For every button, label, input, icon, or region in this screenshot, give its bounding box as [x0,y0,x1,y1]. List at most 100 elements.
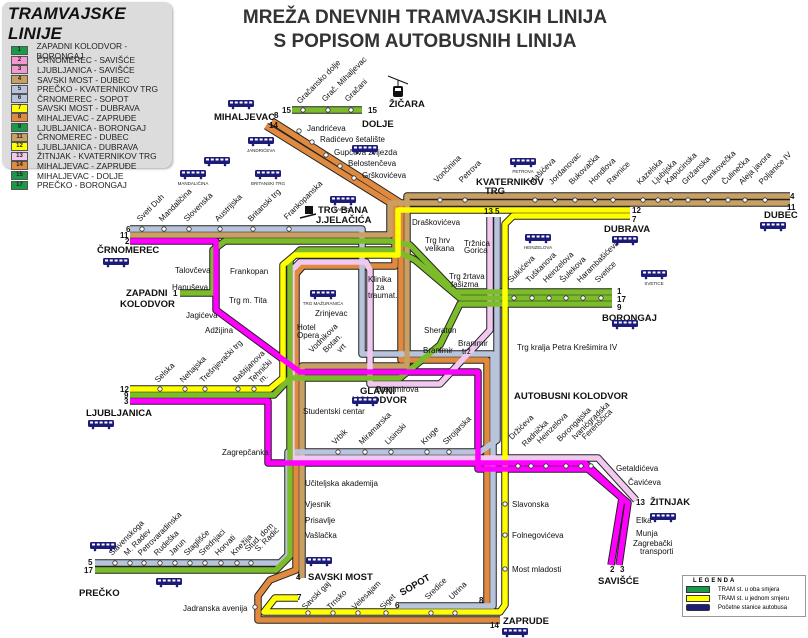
terminal-kvaternikov1: KVATERNIKOV [476,177,544,188]
bus-wheel [763,228,767,232]
bus-stop-label: KAPTOL [334,207,352,212]
map-legend-title: LEGENDA [693,578,737,584]
tram-icon [299,206,317,219]
line-8-track [270,118,490,605]
line-route-name: LJUBLJANICA - SAVIŠĆE [37,64,135,75]
station-label: Zrinjevac [315,309,347,318]
bus-window [322,558,326,561]
bus-window [331,291,335,294]
station-label: traumat. [368,291,397,300]
bus-window [614,321,617,324]
station-label: Folnegovićeva [512,531,564,540]
station-label: Gorica [464,246,488,255]
cable-car-icon [387,75,409,97]
terminal-dubec: DUBEC [764,210,798,221]
station-label: Talovčeva [175,266,211,275]
station-dot [139,226,145,232]
station-label: Sheraton [424,326,456,335]
bus-window [541,235,545,238]
bus-window [261,171,265,174]
bus-window [351,197,355,200]
bus-terminal-icon [502,628,528,638]
bus-wheel [329,296,333,300]
bus-window [526,159,530,162]
bus-window [321,291,325,294]
bus-window [504,629,507,632]
line-route-name: PREČKO - BORONGAJ [37,180,127,191]
bus-wheel [106,264,110,268]
bus-window [206,158,209,161]
bus-window [516,159,520,162]
bus-terminal-label: Početne stanice autobusa [718,604,788,611]
station-dot [362,449,368,455]
station-dot [592,197,598,203]
bus-window [106,543,110,546]
station-label: Lisinski [383,421,408,446]
station-label: Zagrebački [633,539,673,548]
legend-title: TRAMVAJSKE LINIJE [8,4,126,43]
bus-window [249,101,253,104]
station-label: Kruge [419,425,441,447]
bus-terminal-icon: HEINZELOVA [524,234,552,250]
station-label: Austrijska [213,192,244,223]
bus-wheel [309,563,313,567]
bus-window [158,579,161,582]
line-route-name: ŽITNJAK - KVATERNIKOV TRG [37,151,157,162]
line-number-l3: 3 [124,397,129,406]
bus-window [92,543,95,546]
terminal-glavni1: GLAVNI [360,386,395,397]
bus-window [512,159,515,162]
station-dot [323,152,329,158]
map-title-line1: MREŽA DNEVNIH TRAMVAJSKIH LINIJA [242,7,608,28]
station-dot [234,560,240,566]
station-dot [172,560,178,566]
bus-wheel [631,326,635,330]
line-number-n15a: 15 [282,106,291,115]
station-dot [528,463,534,469]
line-number-n8: 8 [274,111,279,120]
station-dot [452,610,458,616]
station-label: Trg hrv [425,236,450,245]
bus-window [234,101,238,104]
bus-wheel [175,584,179,588]
bus-terminal-icon [204,157,230,167]
station-dot [424,449,430,455]
station-label: Hanuševa [172,283,209,292]
station-dot [705,197,711,203]
line-badge: 6 [11,94,28,104]
bus-window [771,223,775,226]
line-number-p17: 17 [84,566,93,575]
bus-window [652,271,656,274]
bus-window [618,321,622,324]
station-label: Trg žrtava [449,272,485,281]
bus-window [196,171,200,174]
bus-wheel [109,548,113,552]
bus-terminal-icon [103,258,129,268]
bus-window [373,146,377,149]
bus-window [317,558,321,561]
station-label: Hotel [297,323,316,332]
bus-window [346,197,350,200]
bus-wheel [631,242,635,246]
station-label: Vjesnik [305,500,332,509]
station-label: Utrina [447,580,469,602]
station-dot [186,226,192,232]
map-legend: LEGENDA TRAM st. u oba smjera TRAM st. u… [682,575,806,617]
bus-terminal-icon: BRITANSKI TRG [251,170,286,186]
terminal-glavni2: KOLODVOR [352,395,407,406]
bus-wheel [779,228,783,232]
station-label: za [376,283,385,292]
bus-wheel [274,176,278,180]
bus-wheel [660,276,664,280]
bus-window [250,138,253,141]
station-label: Učiteljska akademija [305,479,378,488]
bus-wheel [371,151,375,155]
bus-window [762,223,765,226]
bus-terminal-icon [760,222,786,232]
line-9-track [130,301,612,398]
station-dot [112,560,118,566]
